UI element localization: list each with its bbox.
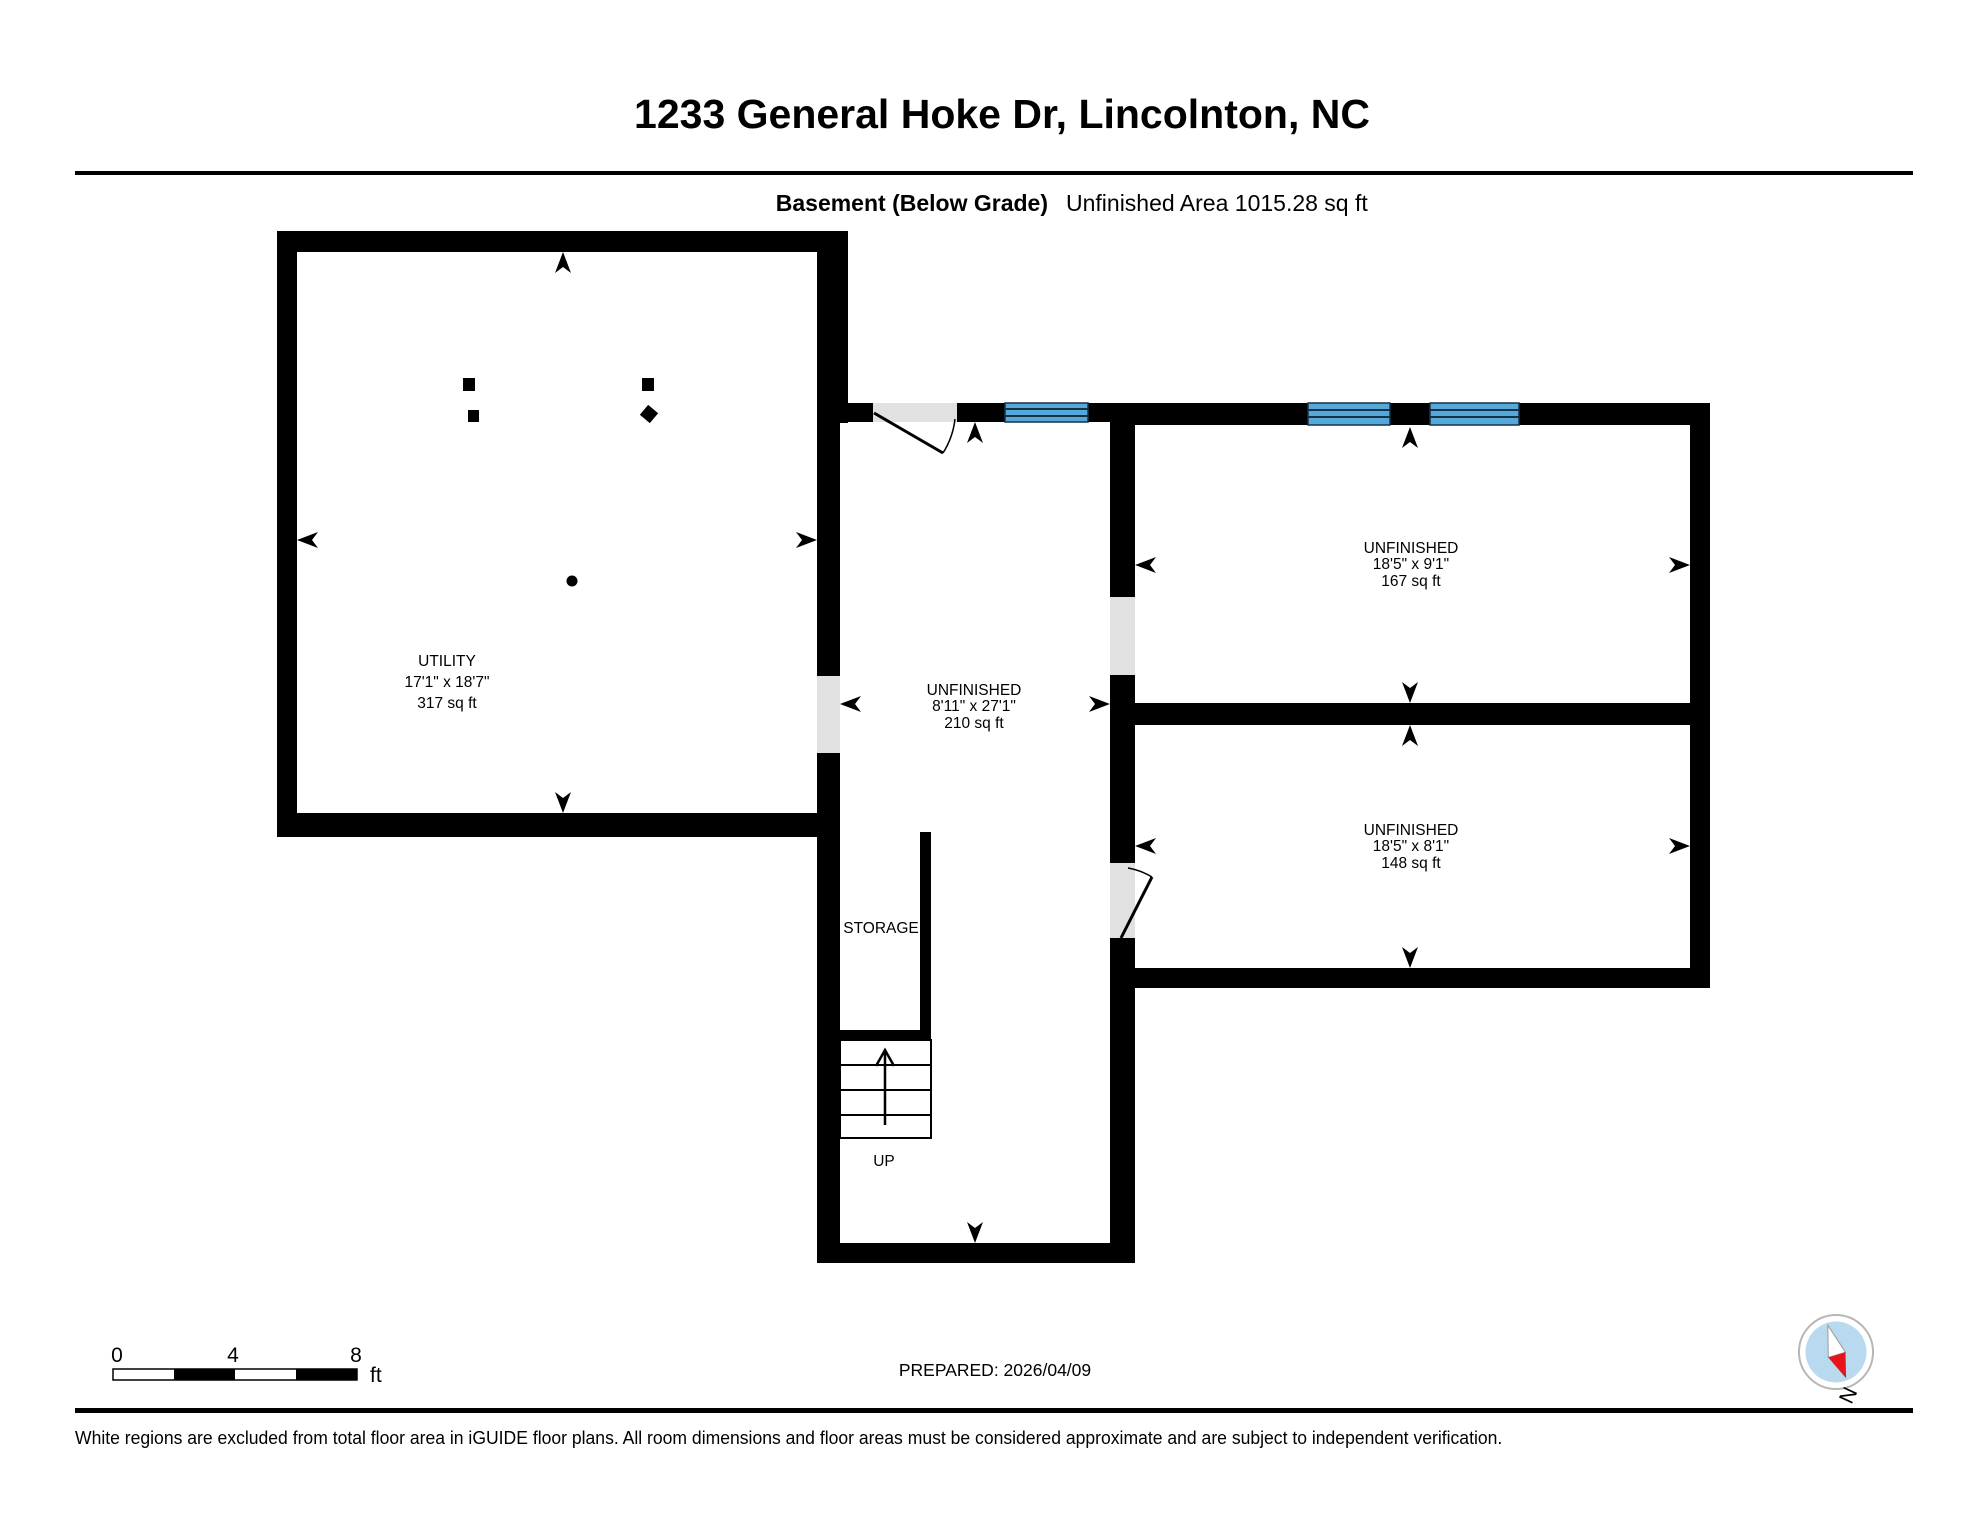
scale-bar-segment [296,1369,357,1380]
utility-dims: 17'1" x 18'7" [404,674,489,691]
corridor-door-leaf [873,411,944,455]
room-se-label: UNFINISHED 18'5" x 8'1" 148 sq ft [1364,822,1459,872]
compass: N [1798,1314,1874,1407]
corridor-bottom-wall [817,1243,1135,1263]
room-ne-arrow-down [1402,682,1418,703]
room-ne-door-opening [1110,597,1135,675]
floor-drain-dot [566,575,578,587]
storage-label: STORAGE [843,920,919,937]
room-ne-arrow-up [1402,427,1418,448]
page-title: 1233 General Hoke Dr, Lincolnton, NC [634,91,1370,137]
corridor-right-wall [1110,403,1135,1263]
prepared-date: PREPARED: 2026/04/09 [899,1360,1091,1380]
support-post [463,378,475,391]
up-label: UP [873,1153,895,1170]
hall-room-label: UNFINISHED 8'11" x 27'1" 210 sq ft [927,682,1022,732]
corridor-window [1004,402,1089,423]
corridor-door-arc [942,418,956,454]
room-se-door-arc [1127,867,1153,878]
room-ne-area: 167 sq ft [1381,573,1441,590]
utility-left-wall [277,231,297,837]
scale-bar: 0 4 8 ft [111,1344,382,1387]
room-se-door-leaf [1119,876,1154,939]
room-se-name: UNFINISHED [1364,822,1459,839]
door-swings [873,411,1154,939]
corridor-top-door-opening [873,403,957,422]
scale-unit-label: ft [370,1364,382,1387]
utility-door-opening [817,676,840,753]
room-se-arrow-down [1402,947,1418,968]
hall-area: 210 sq ft [944,715,1004,732]
utility-arrow-left [297,532,318,548]
walls [277,231,1710,1263]
header-divider [75,171,1913,175]
dimension-arrows [297,252,1690,1243]
utility-arrow-up [555,252,571,273]
stairs-top-wall [840,1030,931,1040]
support-post-rotated [639,404,659,424]
footer-divider [75,1408,1913,1413]
utility-posts [463,378,659,587]
room-ne-window-left [1307,402,1391,426]
windows [1004,402,1520,426]
room-ne-arrow-left [1135,557,1156,573]
hall-arrow-right [1089,696,1110,712]
utility-name: UTILITY [418,653,476,670]
compass-n-label: N [1835,1384,1862,1407]
room-se-area: 148 sq ft [1381,855,1441,872]
support-post [468,410,479,422]
stairs-up-arrow [874,1047,896,1125]
hall-dims: 8'11" x 27'1" [932,698,1016,715]
floor-label: Basement (Below Grade) [776,190,1048,216]
room-se-dims: 18'5" x 8'1" [1373,838,1449,855]
room-labels: UTILITY 17'1" x 18'7" 317 sq ft UNFINISH… [404,540,1458,1170]
scale-tick-8: 8 [350,1344,362,1367]
footer-disclaimer: White regions are excluded from total fl… [75,1428,1502,1449]
storage-right-wall [920,832,931,1040]
room-se-door-opening [1110,863,1135,938]
utility-bottom-wall [277,813,840,837]
room-ne-name: UNFINISHED [1364,540,1459,557]
unfinished-area-label: Unfinished Area 1015.28 sq ft [1066,190,1368,216]
utility-arrow-right [796,532,817,548]
utility-right-wall-upper [817,231,848,423]
mid-dividing-wall [1110,703,1710,725]
room-ne-dims: 18'5" x 9'1" [1373,556,1449,573]
compass-needle-south [1828,1352,1847,1379]
room-ne-arrow-right [1669,557,1690,573]
hall-arrow-down [967,1222,983,1243]
hall-arrow-left [840,696,861,712]
utility-arrow-down [555,792,571,813]
hall-name: UNFINISHED [927,682,1022,699]
utility-top-wall [277,231,848,252]
room-ne-top-wall [1135,403,1710,425]
scale-bar-segment [174,1369,235,1380]
hall-arrow-up [967,422,983,443]
utility-area: 317 sq ft [417,695,477,712]
support-post [642,378,654,391]
scale-tick-0: 0 [111,1344,123,1367]
right-outer-wall [1690,403,1710,988]
corridor-left-wall [817,403,840,1263]
door-openings [817,403,1135,938]
utility-room-label: UTILITY 17'1" x 18'7" 317 sq ft [404,653,489,712]
compass-needle [1827,1323,1847,1379]
room-se-arrow-up [1402,725,1418,746]
room-ne-window-right [1429,402,1520,426]
room-se-bottom-wall [1135,968,1710,988]
room-ne-label: UNFINISHED 18'5" x 9'1" 167 sq ft [1364,540,1459,590]
scale-tick-4: 4 [227,1344,239,1367]
room-se-arrow-right [1669,838,1690,854]
room-se-arrow-left [1135,838,1156,854]
staircase [839,1039,932,1139]
